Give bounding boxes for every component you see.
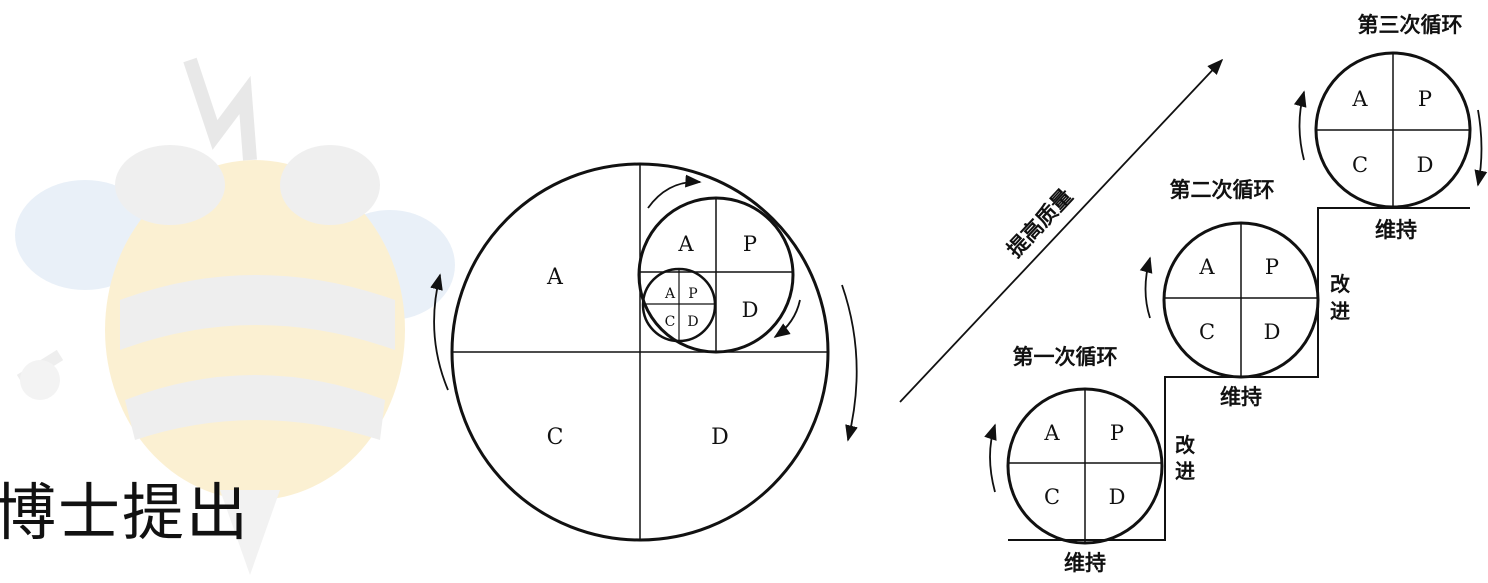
cycle-2-quadrant-d: D — [1264, 320, 1281, 344]
spiral-pdca-diagram: A C D A P D A P C D — [434, 164, 857, 540]
cycle-2-title: 第二次循环 — [1170, 178, 1275, 202]
cycle-1-title: 第一次循环 — [1013, 345, 1118, 369]
cycle-1-improve-label-2: 进 — [1175, 459, 1195, 483]
cycle-3-rotation-arrow-right — [1478, 110, 1482, 185]
cycle-2-quadrant-a: A — [1198, 255, 1215, 279]
small-quadrant-c: C — [665, 314, 676, 330]
cycle-1-quadrant-a: A — [1043, 421, 1060, 445]
cycle-2-maintain-label: 维持 — [1220, 385, 1262, 409]
cycle-3-quadrant-c: C — [1352, 153, 1368, 177]
cycle-3-quadrant-d: D — [1417, 153, 1434, 177]
cycle-2: A P C D 第二次循环 维持 改 进 — [1146, 178, 1352, 409]
big-quadrant-a: A — [546, 265, 564, 290]
big-quadrant-d: D — [711, 425, 729, 450]
cycle-2-improve-label-1: 改 — [1330, 272, 1351, 296]
cycle-3-rotation-arrow-left — [1300, 92, 1305, 160]
big-quadrant-c: C — [547, 425, 564, 450]
top-rotation-arrow — [648, 182, 700, 208]
cycle-2-rotation-arrow — [1146, 258, 1151, 318]
cycle-2-quadrant-p: P — [1265, 255, 1279, 279]
medium-quadrant-a: A — [677, 232, 694, 256]
cycle-1-quadrant-p: P — [1110, 421, 1124, 445]
cycle-1-rotation-arrow — [990, 425, 995, 492]
cycle-3-title: 第三次循环 — [1358, 13, 1463, 37]
cycle-1-quadrant-d: D — [1109, 485, 1126, 509]
cycle-1-quadrant-c: C — [1044, 485, 1060, 509]
cycle-3-quadrant-p: P — [1418, 87, 1432, 111]
medium-quadrant-p: P — [743, 232, 757, 256]
improve-quality-label: 提高质量 — [1002, 184, 1077, 262]
small-quadrant-d: D — [687, 314, 698, 330]
staircase-line — [1008, 208, 1470, 540]
right-rotation-arrow — [842, 285, 857, 440]
cycle-1-improve-label-1: 改 — [1175, 433, 1196, 457]
staircase-pdca-diagram: 提高质量 A P C D 第一次循环 维持 改 进 A P C D 第二次循环 — [900, 13, 1482, 575]
small-quadrant-a: A — [664, 286, 676, 302]
caption-text: 博士提出 — [0, 462, 250, 552]
cycle-2-improve-label-2: 进 — [1330, 299, 1350, 323]
cycle-3-maintain-label: 维持 — [1375, 218, 1417, 242]
cycle-2-quadrant-c: C — [1199, 320, 1215, 344]
medium-quadrant-d: D — [742, 298, 759, 322]
cycle-1-maintain-label: 维持 — [1064, 551, 1106, 575]
small-quadrant-p: P — [688, 286, 697, 302]
cycle-3-quadrant-a: A — [1351, 87, 1368, 111]
